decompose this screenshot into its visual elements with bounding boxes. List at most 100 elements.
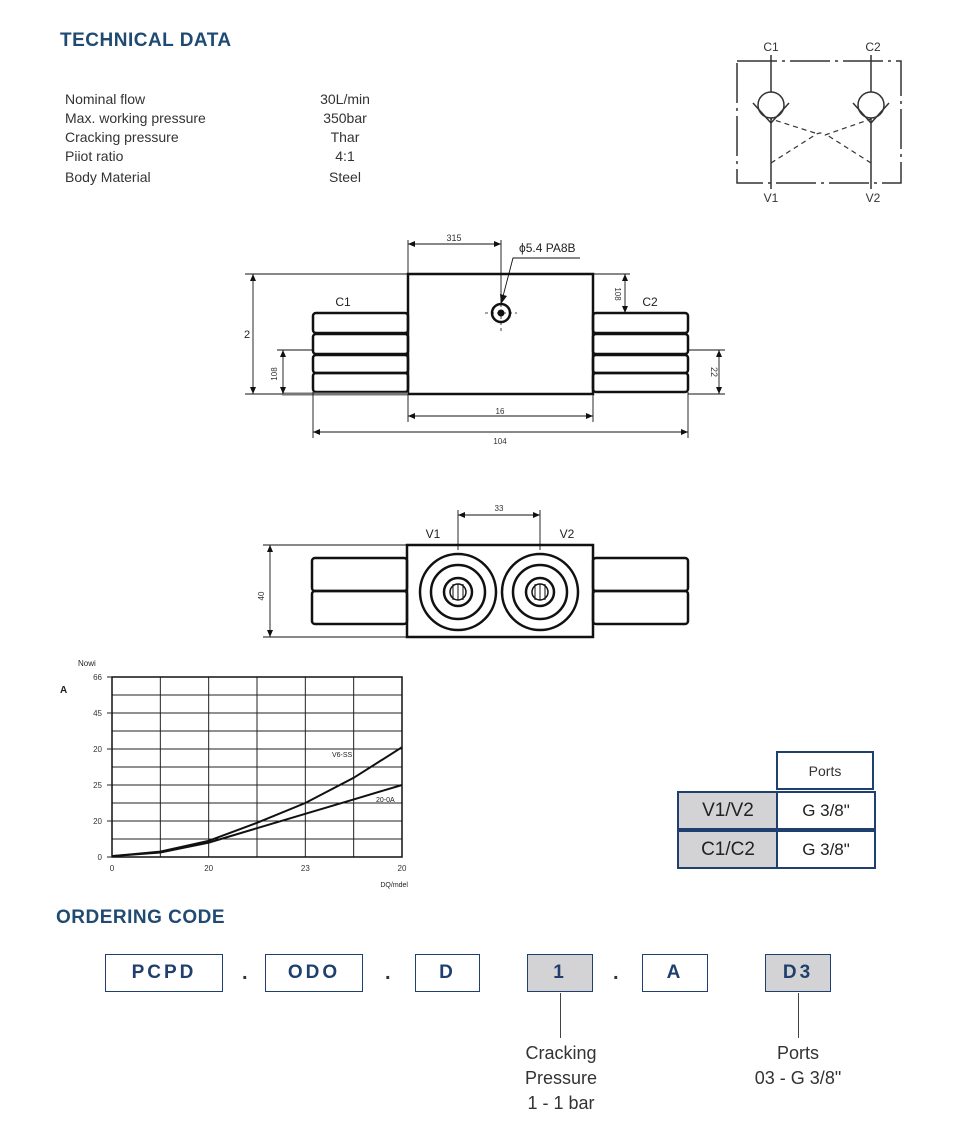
chart-plot-frame [111,676,403,858]
port-c2-segment [591,371,690,394]
spec-list: Nominal flow 30L/min Max. working pressu… [65,89,405,189]
chart-xlabel: DQ/mdel [380,882,408,889]
spec-value: Steel [329,169,361,185]
schematic-label-c2: C2 [865,40,881,54]
spec-name: Nominal flow [65,91,146,107]
pilot-note: ϕ5.4 PA8B [519,241,576,255]
schematic-label-v2: V2 [866,191,881,205]
chart-series-label: 20-0A [376,797,395,804]
chart-series-label: V6-SS [332,752,353,759]
port-c2-segment [591,332,690,356]
top-label-v2: V2 [560,527,575,541]
side-label-c2: C2 [642,295,658,309]
dim-label-overall: 104 [493,437,507,446]
chart-y-tick-label: 66 [93,673,102,682]
side-view-drawing: 315 ϕ5.4 PA8B C1 C2 2 108 108 22 16 104 [244,233,725,446]
dim-label-right-top: 108 [613,287,622,301]
chart-y-tick-label: 0 [98,853,103,862]
spec-value: 30L/min [320,91,370,107]
port-size-cell: G 3/8" [776,830,876,869]
dim-label-center: 33 [495,504,504,513]
chart-x-tick-label: 20 [398,864,407,873]
chart-series: V6-SS 20-0A [111,746,403,858]
schematic-label-v1: V1 [764,191,779,205]
spec-name: Max. working pressure [65,110,206,126]
chart-y-axis-letter: A [60,685,67,696]
chart-series-line [111,784,403,858]
dim-label-right-lower: 22 [709,367,719,377]
legend-line: Cracking [525,1043,597,1063]
valve-seat-right-icon [852,102,890,125]
chart-y-tick-label: 20 [93,745,102,754]
table-row: V1/V2 G 3/8" [677,791,876,830]
top-label-v1: V1 [426,527,441,541]
code-segment-cracking: 1 [527,954,593,992]
chart-x-tick-label: 23 [301,864,310,873]
check-valve-left-icon [757,91,785,119]
code-segment-option: A [642,954,708,992]
dim-label-height-top: 40 [257,591,266,600]
port-size-cell: G 3/8" [776,791,876,830]
technical-data-heading: TECHNICAL DATA [60,30,232,51]
ports-table-header: Ports [776,751,874,790]
legend-ports: Ports 03 - G 3/8" [718,1041,878,1091]
chart-x-ticks: 0 20 23 20 [110,864,407,873]
code-separator: . [385,962,391,984]
code-segment-type: ODO [265,954,363,992]
leader-line-ports [798,993,799,1038]
port-c2-top [591,556,690,593]
code-segment-ports: D3 [765,954,831,992]
valve-body [406,272,595,396]
port-c2-segment [591,311,690,335]
chart-y-tick-label: 25 [93,781,102,790]
check-valve-right-icon [857,91,885,119]
valve-seat-left-icon [752,102,790,125]
table-row: C1/C2 G 3/8" [677,830,876,869]
code-segment-series: PCPD [105,954,223,992]
port-v1-icon [418,552,498,632]
hydraulic-schematic: C1 C2 V1 V2 [736,40,902,205]
code-separator: . [242,962,248,984]
code-separator: . [613,962,619,984]
leader-line [500,257,580,305]
port-c2-segment [591,353,690,375]
dim-label-top: 315 [446,233,461,243]
port-name-cell: C1/C2 [677,830,777,869]
port-c1-segment [311,332,410,356]
chart-x-tick-label: 20 [204,864,213,873]
spec-name: Piiot ratio [65,148,124,164]
spec-value: 4:1 [335,148,355,164]
chart-y-tick-label: 20 [93,817,102,826]
dim-label-lower-left: 108 [270,367,279,381]
side-label-c1: C1 [335,295,351,309]
chart-ylabel: Nowi [78,659,96,668]
spec-name: Body Material [65,169,151,185]
pilot-line-b [770,118,872,164]
port-c1-segment [311,371,410,394]
port-c2-top [591,589,690,626]
chart-y-tick-label: 45 [93,709,102,718]
code-segment-variant: D [415,954,480,992]
port-c1-top [310,556,409,593]
dim-label-body-width: 16 [496,407,505,416]
schematic-frame [736,60,902,184]
ports-table: Ports V1/V2 G 3/8" C1/C2 G 3/8" [677,751,876,870]
port-c1-segment [311,353,410,375]
leader-line-cracking [560,993,561,1038]
top-view-drawing: 33 40 V1 V2 [257,504,690,639]
chart-grid [112,677,402,857]
chart-x-tick-label: 0 [110,864,115,873]
legend-line: Pressure [524,1068,598,1088]
dimension-arrows [267,512,540,637]
port-v2-icon [500,552,580,632]
dimension-arrows [250,241,722,435]
chart-y-ticks: 0 20 25 20 45 66 [93,673,112,862]
port-c1-top [310,589,409,626]
ordering-code-heading: ORDERING CODE [56,907,226,928]
performance-chart: 0 20 25 20 45 66 0 20 23 20 V6-SS 20-0A Nowi A DQ… [60,659,408,889]
spec-value: Thar [330,129,360,145]
legend-cracking-pressure: Cracking Pressure 1 - 1 bar [481,1041,641,1116]
pilot-line-a [770,118,872,164]
legend-line: 03 - G 3/8" [754,1068,842,1088]
spec-value: 350bar [323,110,367,126]
